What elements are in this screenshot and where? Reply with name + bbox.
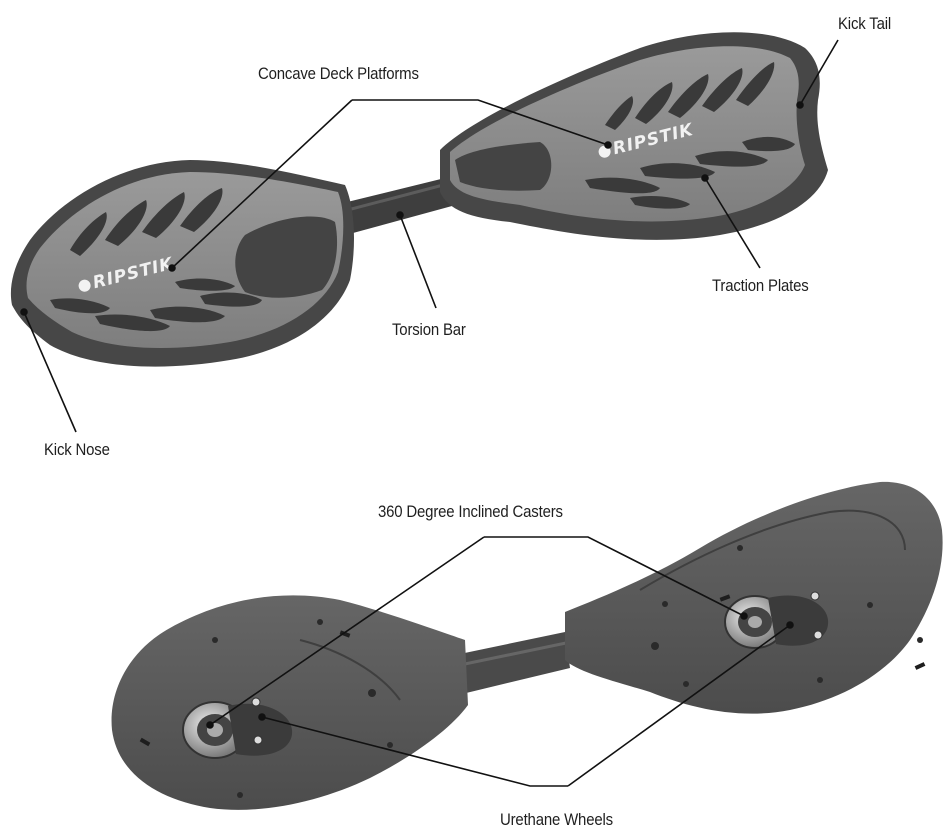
underside-screws (212, 545, 923, 798)
top-view-board: RIPSTIK RIPSTIK (10, 32, 828, 367)
label-concave-deck-platforms: Concave Deck Platforms (258, 64, 419, 83)
front-traction-plates (50, 188, 262, 332)
front-urethane-wheel (228, 703, 293, 756)
leader-lines (20, 39, 839, 787)
rear-urethane-wheel (768, 595, 829, 646)
wheels-leader-right (567, 624, 791, 787)
front-underside-deck (111, 595, 468, 810)
label-urethane-wheels: Urethane Wheels (500, 810, 613, 829)
casters-leader-right (484, 536, 745, 617)
label-kick-nose: Kick Nose (44, 440, 110, 459)
torsion-bar-leader (399, 214, 437, 309)
traction-plates-leader (704, 177, 761, 269)
kick-nose-leader (23, 311, 77, 433)
kick-tail-leader (799, 39, 839, 106)
label-torsion-bar: Torsion Bar (392, 320, 466, 339)
concave-leader-right (352, 99, 609, 146)
label-casters: 360 Degree Inclined Casters (378, 502, 563, 521)
front-caster (182, 697, 293, 759)
concave-leader-left (171, 99, 353, 269)
rear-deck-platform (450, 46, 805, 222)
wheels-leader-left (261, 716, 568, 787)
label-traction-plates: Traction Plates (712, 276, 809, 295)
label-kick-tail: Kick Tail (838, 14, 892, 33)
casters-leader-left (209, 536, 485, 726)
torsion-bar (335, 178, 452, 236)
bottom-view-board (111, 481, 943, 810)
rear-traction-plates (585, 62, 795, 209)
underside-slots (139, 594, 926, 747)
